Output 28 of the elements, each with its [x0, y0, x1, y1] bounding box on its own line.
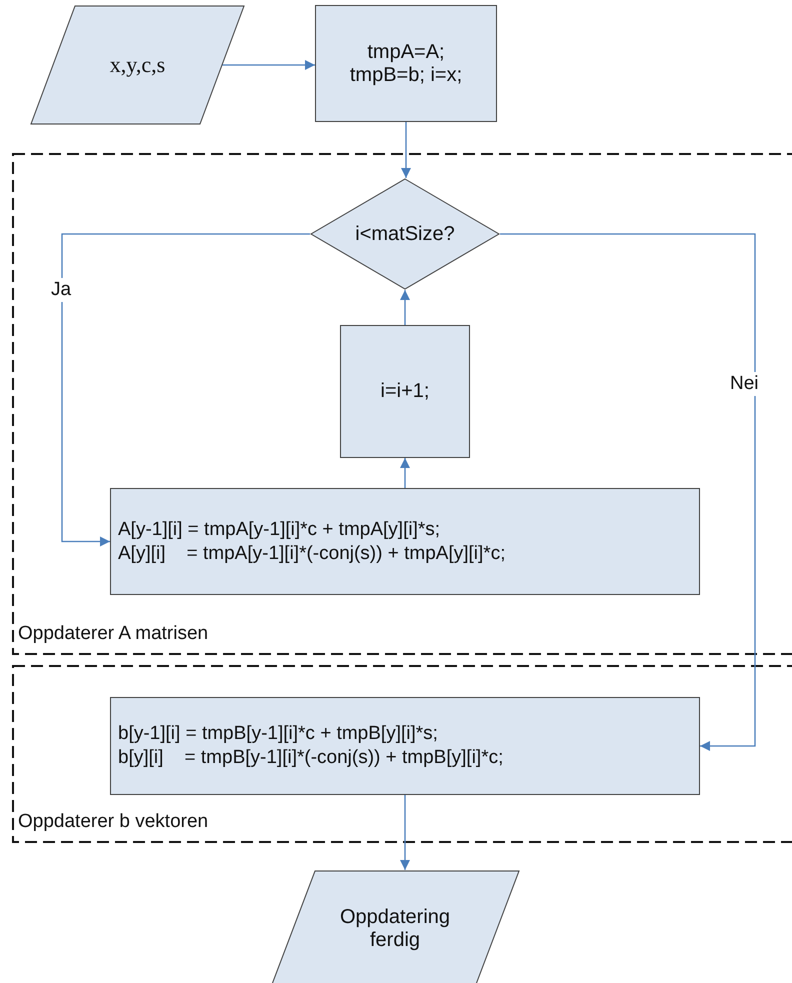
process-box: [110, 488, 700, 595]
io-parallelogram: [30, 5, 245, 125]
node-label: Oppdatering ferdig: [338, 906, 452, 952]
arrow: [400, 795, 410, 870]
group-label: Oppdaterer A matrisen: [18, 623, 208, 645]
node-label: tmpA=A; tmpB=b; i=x;: [348, 40, 464, 86]
arrow: [400, 458, 410, 488]
node-label: i<matSize?: [355, 222, 455, 246]
code-line: b[y-1][i] = tmpB[y-1][i]*c + tmpB[y][i]*s;: [118, 722, 439, 746]
dashed-group-box: [12, 153, 792, 655]
node-label: x,y,c,s: [110, 52, 166, 78]
dashed-group-box: [12, 665, 792, 843]
process-box: [340, 325, 470, 458]
arrow: [222, 60, 315, 70]
edge-label: Ja: [48, 278, 74, 302]
code-line: A[y][i] = tmpA[y-1][i]*(-conj(s)) + tmpA[y][i]*c;: [118, 542, 506, 566]
process-box: [315, 5, 497, 122]
arrow: [61, 233, 310, 546]
node-label: i=i+1;: [380, 380, 430, 403]
arrow: [400, 290, 410, 325]
io-parallelogram: [270, 870, 520, 983]
group-label: Oppdaterer b vektoren: [18, 811, 208, 833]
code-line: b[y][i] = tmpB[y-1][i]*(-conj(s)) + tmpB[y][i]*c;: [118, 746, 504, 770]
process-box: [110, 697, 700, 795]
decision-diamond: [310, 178, 500, 290]
code-line: A[y-1][i] = tmpA[y-1][i]*c + tmpA[y][i]*s;: [118, 518, 442, 542]
arrow: [401, 122, 411, 178]
arrow: [500, 233, 756, 751]
